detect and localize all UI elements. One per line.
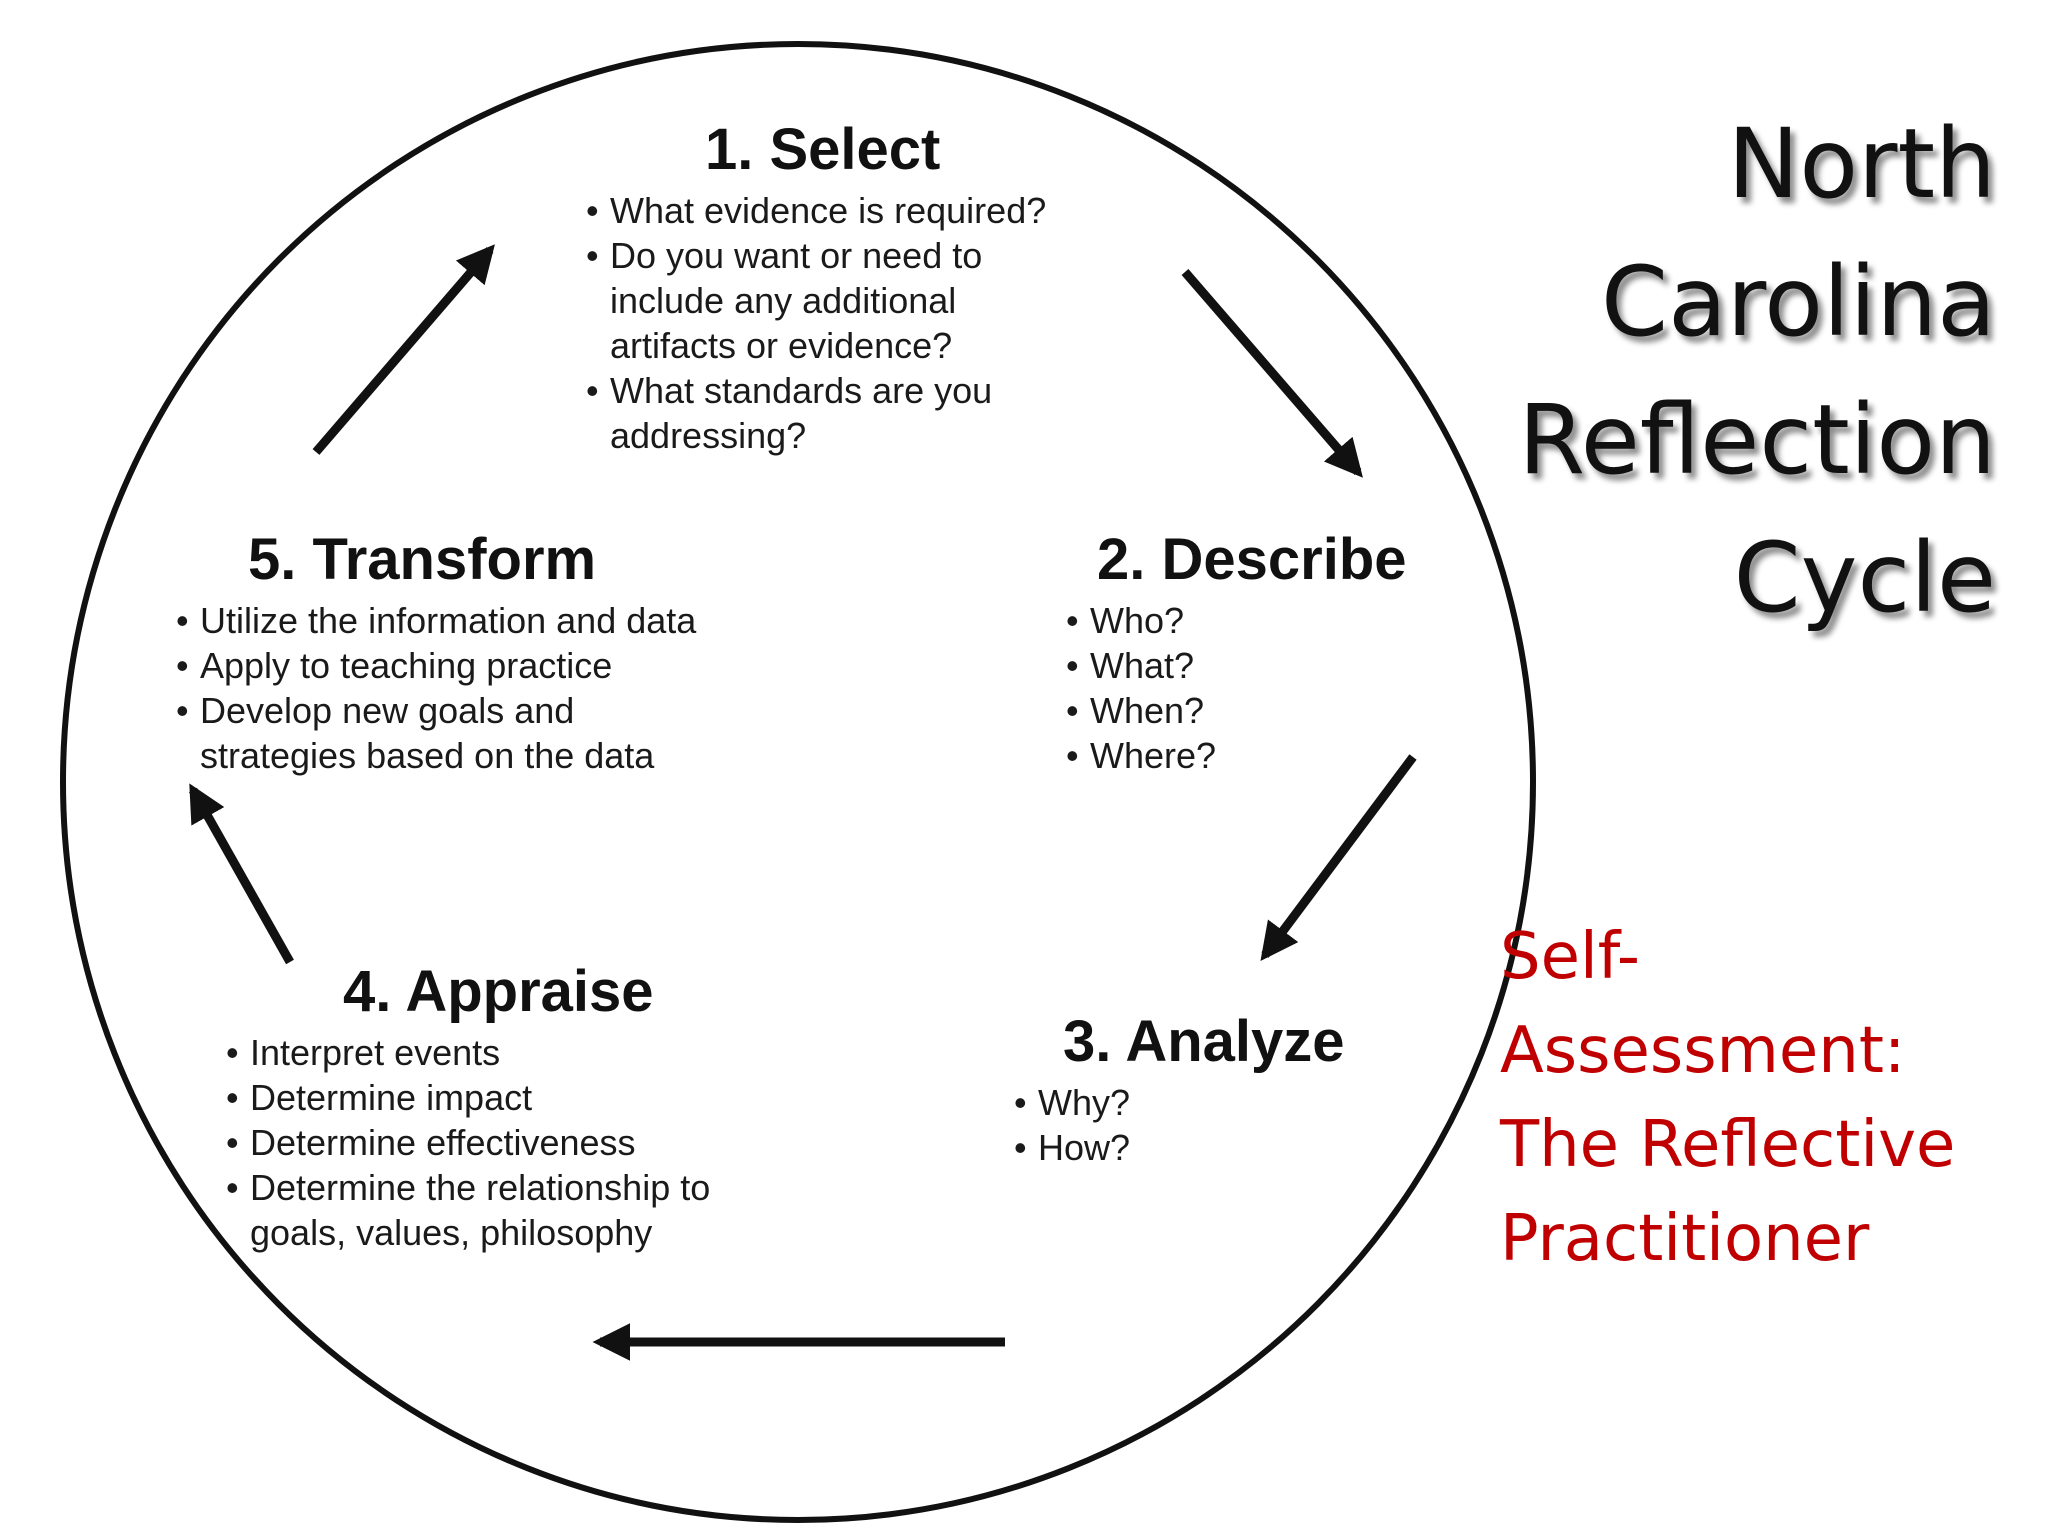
- bullet-item: Determine the relationship to goals, val…: [220, 1165, 770, 1255]
- bullet-item: Apply to teaching practice: [170, 643, 770, 688]
- bullet-item: Utilize the information and data: [170, 598, 770, 643]
- arrow-transform-to-select: [312, 244, 495, 455]
- bullet-item: Determine effectiveness: [220, 1120, 780, 1165]
- stage-select: 1. Select What evidence is required? Do …: [580, 118, 1120, 458]
- title-line: North: [1727, 108, 1997, 220]
- stage-bullets: Interpret events Determine impact Determ…: [220, 1030, 780, 1255]
- stage-bullets: What evidence is required? Do you want o…: [580, 188, 1120, 458]
- stage-bullets: Why? How?: [1008, 1080, 1408, 1170]
- arrow-describe-to-analyze: [1260, 754, 1417, 962]
- subtitle-line: The Reflective: [1500, 1108, 1956, 1182]
- bullet-item: How?: [1008, 1125, 1408, 1170]
- arrow-appraise-to-transform: [189, 783, 294, 965]
- title-line: Reflection: [1518, 384, 1996, 496]
- arrow-select-to-describe: [1181, 269, 1363, 478]
- stage-bullets: Utilize the information and data Apply t…: [170, 598, 770, 778]
- bullet-item: Why?: [1008, 1080, 1408, 1125]
- title-line: Carolina: [1601, 246, 1996, 358]
- subtitle-line: Self-: [1500, 920, 1640, 994]
- subtitle-line: Practitioner: [1500, 1202, 1870, 1276]
- slide-subtitle: Self- Assessment: The Reflective Practit…: [1500, 910, 2020, 1286]
- subtitle-line: Assessment:: [1500, 1014, 1906, 1088]
- stage-analyze: 3. Analyze Why? How?: [1008, 1010, 1408, 1170]
- stage-heading: 5. Transform: [248, 527, 597, 592]
- bullet-item: Develop new goals and strategies based o…: [170, 688, 710, 778]
- title-line: Cycle: [1733, 522, 1996, 634]
- stage-heading: 1. Select: [705, 117, 941, 182]
- stage-heading: 2. Describe: [1097, 527, 1407, 592]
- bullet-item: Interpret events: [220, 1030, 780, 1075]
- bullet-item: What?: [1060, 643, 1460, 688]
- bullet-item: Determine impact: [220, 1075, 780, 1120]
- stage-bullets: Who? What? When? Where?: [1060, 598, 1460, 778]
- bullet-item: When?: [1060, 688, 1460, 733]
- bullet-item: Do you want or need to include any addit…: [580, 233, 1070, 368]
- bullet-item: What standards are you addressing?: [580, 368, 1070, 458]
- stage-transform: 5. Transform Utilize the information and…: [170, 528, 770, 778]
- stage-heading: 4. Appraise: [343, 959, 654, 1024]
- stage-appraise: 4. Appraise Interpret events Determine i…: [220, 960, 780, 1255]
- stage-heading: 3. Analyze: [1063, 1009, 1345, 1074]
- bullet-item: What evidence is required?: [580, 188, 1120, 233]
- slide-title: North Carolina Reflection Cycle: [1356, 95, 1996, 647]
- bullet-item: Where?: [1060, 733, 1460, 778]
- stage-describe: 2. Describe Who? What? When? Where?: [1060, 528, 1460, 778]
- bullet-item: Who?: [1060, 598, 1460, 643]
- cycle-circle: [60, 41, 1536, 1523]
